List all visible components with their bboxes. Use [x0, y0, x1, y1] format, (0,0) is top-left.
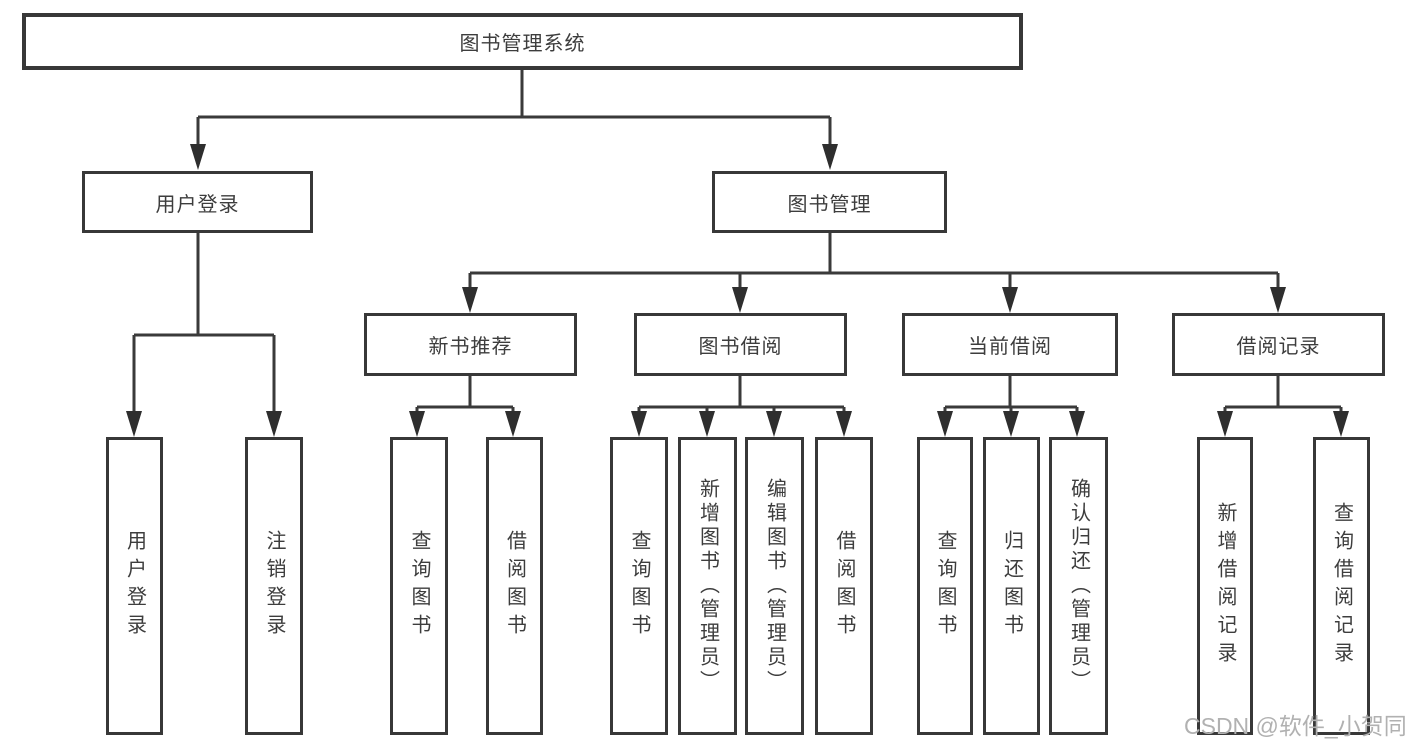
node-new-book-rec-label: 新书推荐 [428, 336, 513, 358]
leaf-logout-login-label: 注销登录 [263, 530, 285, 642]
leaf-bb-edit-book: 编辑图书（管理员） [745, 437, 804, 735]
connector-book-mgmt-children [468, 233, 1280, 291]
arrowheads-user-login-children [126, 411, 282, 437]
leaf-bb-add-book-label: 新增图书（管理员） [696, 478, 719, 694]
leaf-bb-borrow-book: 借阅图书 [815, 437, 873, 735]
node-new-book-rec: 新书推荐 [364, 313, 577, 376]
arrowheads-root-to-level2 [190, 144, 838, 170]
leaf-bb-borrow-book-label: 借阅图书 [833, 530, 855, 642]
node-borrow-record-label: 借阅记录 [1236, 336, 1321, 358]
leaf-rec-query-book-label: 查询图书 [408, 530, 430, 642]
leaf-br-add-record: 新增借阅记录 [1197, 437, 1253, 735]
leaf-bb-query-book: 查询图书 [610, 437, 668, 735]
node-current-borrow: 当前借阅 [902, 313, 1118, 376]
node-user-login-label: 用户登录 [155, 193, 240, 216]
csdn-watermark: CSDN @软件_小贺同学 [1184, 713, 1405, 739]
arrowheads-new-book-rec-children [409, 411, 521, 437]
leaf-rec-borrow-book-label: 借阅图书 [503, 530, 526, 642]
node-book-borrow: 图书借阅 [634, 313, 847, 376]
leaf-br-query-record-label: 查询借阅记录 [1330, 502, 1353, 670]
connector-new-book-rec-children [415, 376, 515, 415]
connector-book-borrow-children [637, 376, 846, 415]
node-root: 图书管理系统 [22, 13, 1023, 70]
arrowheads-borrow-record-children [1217, 411, 1349, 437]
node-borrow-record: 借阅记录 [1172, 313, 1385, 376]
arrowheads-current-borrow-children [937, 411, 1085, 437]
leaf-cb-query-book: 查询图书 [917, 437, 973, 735]
connector-root-to-level2 [196, 70, 832, 148]
connector-current-borrow-children [943, 376, 1079, 415]
connector-borrow-record-children [1223, 376, 1343, 415]
node-root-label: 图书管理系统 [459, 33, 586, 55]
leaf-bb-add-book: 新增图书（管理员） [678, 437, 737, 735]
leaf-bb-edit-book-label: 编辑图书（管理员） [763, 478, 786, 694]
leaf-bb-query-book-label: 查询图书 [628, 530, 650, 642]
node-book-mgmt: 图书管理 [712, 171, 947, 233]
leaf-cb-return-book-label: 归还图书 [1000, 530, 1023, 642]
leaf-cb-confirm-return: 确认归还（管理员） [1049, 437, 1108, 735]
leaf-cb-query-book-label: 查询图书 [934, 530, 956, 642]
connector-user-login-children [132, 233, 276, 415]
arrowheads-book-mgmt-children [462, 287, 1286, 313]
leaf-cb-confirm-return-label: 确认归还（管理员） [1067, 478, 1090, 694]
leaf-br-query-record: 查询借阅记录 [1313, 437, 1370, 735]
leaf-rec-borrow-book: 借阅图书 [486, 437, 543, 735]
node-book-mgmt-label: 图书管理 [787, 193, 872, 216]
node-current-borrow-label: 当前借阅 [968, 336, 1052, 358]
arrowheads-book-borrow-children [631, 411, 852, 437]
node-user-login: 用户登录 [82, 171, 313, 233]
leaf-br-add-record-label: 新增借阅记录 [1214, 502, 1236, 670]
leaf-logout-login: 注销登录 [245, 437, 303, 735]
leaf-user-login-label: 用户登录 [123, 530, 146, 642]
leaf-cb-return-book: 归还图书 [983, 437, 1040, 735]
leaf-user-login: 用户登录 [106, 437, 163, 735]
leaf-rec-query-book: 查询图书 [390, 437, 448, 735]
node-book-borrow-label: 图书借阅 [698, 336, 783, 358]
